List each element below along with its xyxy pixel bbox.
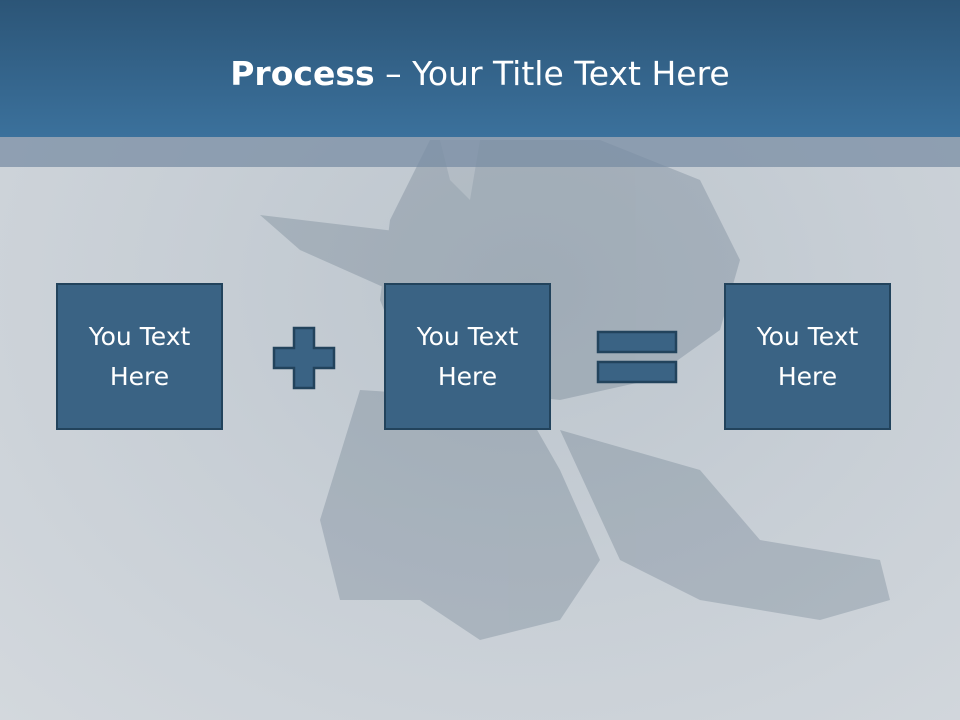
- process-box-3[interactable]: You Text Here: [724, 283, 891, 430]
- process-box-2-label: You Text Here: [416, 321, 519, 391]
- slide-title: Process – Your Title Text Here: [0, 52, 960, 96]
- process-box-1-label: You Text Here: [88, 321, 191, 391]
- equals-icon: [596, 330, 678, 384]
- process-box-1[interactable]: You Text Here: [56, 283, 223, 430]
- process-box-3-label: You Text Here: [756, 321, 859, 391]
- title-dash: –: [374, 54, 413, 93]
- title-bold-text: Process: [230, 54, 375, 93]
- title-bar-strip: [0, 137, 960, 167]
- process-box-2[interactable]: You Text Here: [384, 283, 551, 430]
- title-bar: [0, 0, 960, 137]
- title-rest-text: Your Title Text Here: [412, 54, 730, 93]
- plus-icon: [272, 326, 336, 390]
